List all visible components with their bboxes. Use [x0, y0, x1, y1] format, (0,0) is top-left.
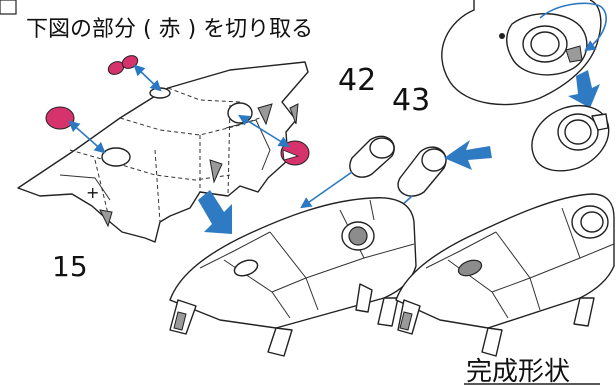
part-43-cylinder	[397, 146, 447, 197]
completed-label: 完成形状	[466, 357, 570, 387]
arrow-top-cutout	[133, 64, 162, 92]
arrow-42-to-body	[300, 171, 353, 209]
completed-body	[395, 193, 615, 357]
big-arrow-down	[198, 190, 232, 234]
small-mark: +	[86, 183, 99, 202]
nose-piece	[531, 105, 610, 172]
label-part-15: 15	[52, 250, 88, 283]
instruction-text: 下図の部分 ( 赤 ) を切り取る	[26, 17, 313, 42]
step-box	[0, 0, 17, 15]
arrow-right-cutout	[238, 114, 290, 148]
label-part-42: 42	[338, 63, 376, 98]
red-cutout-left	[45, 106, 75, 130]
top-right-pod	[441, 0, 607, 106]
flat-pattern-part-15: +	[17, 61, 309, 243]
label-part-43: 43	[392, 83, 430, 118]
big-arrow-right-down	[568, 70, 600, 108]
red-cutout-top	[107, 55, 139, 75]
arrow-left-cutout	[68, 120, 106, 154]
big-arrow-left	[444, 140, 492, 170]
part-42-cylinder	[349, 135, 395, 178]
center-body	[169, 197, 417, 357]
